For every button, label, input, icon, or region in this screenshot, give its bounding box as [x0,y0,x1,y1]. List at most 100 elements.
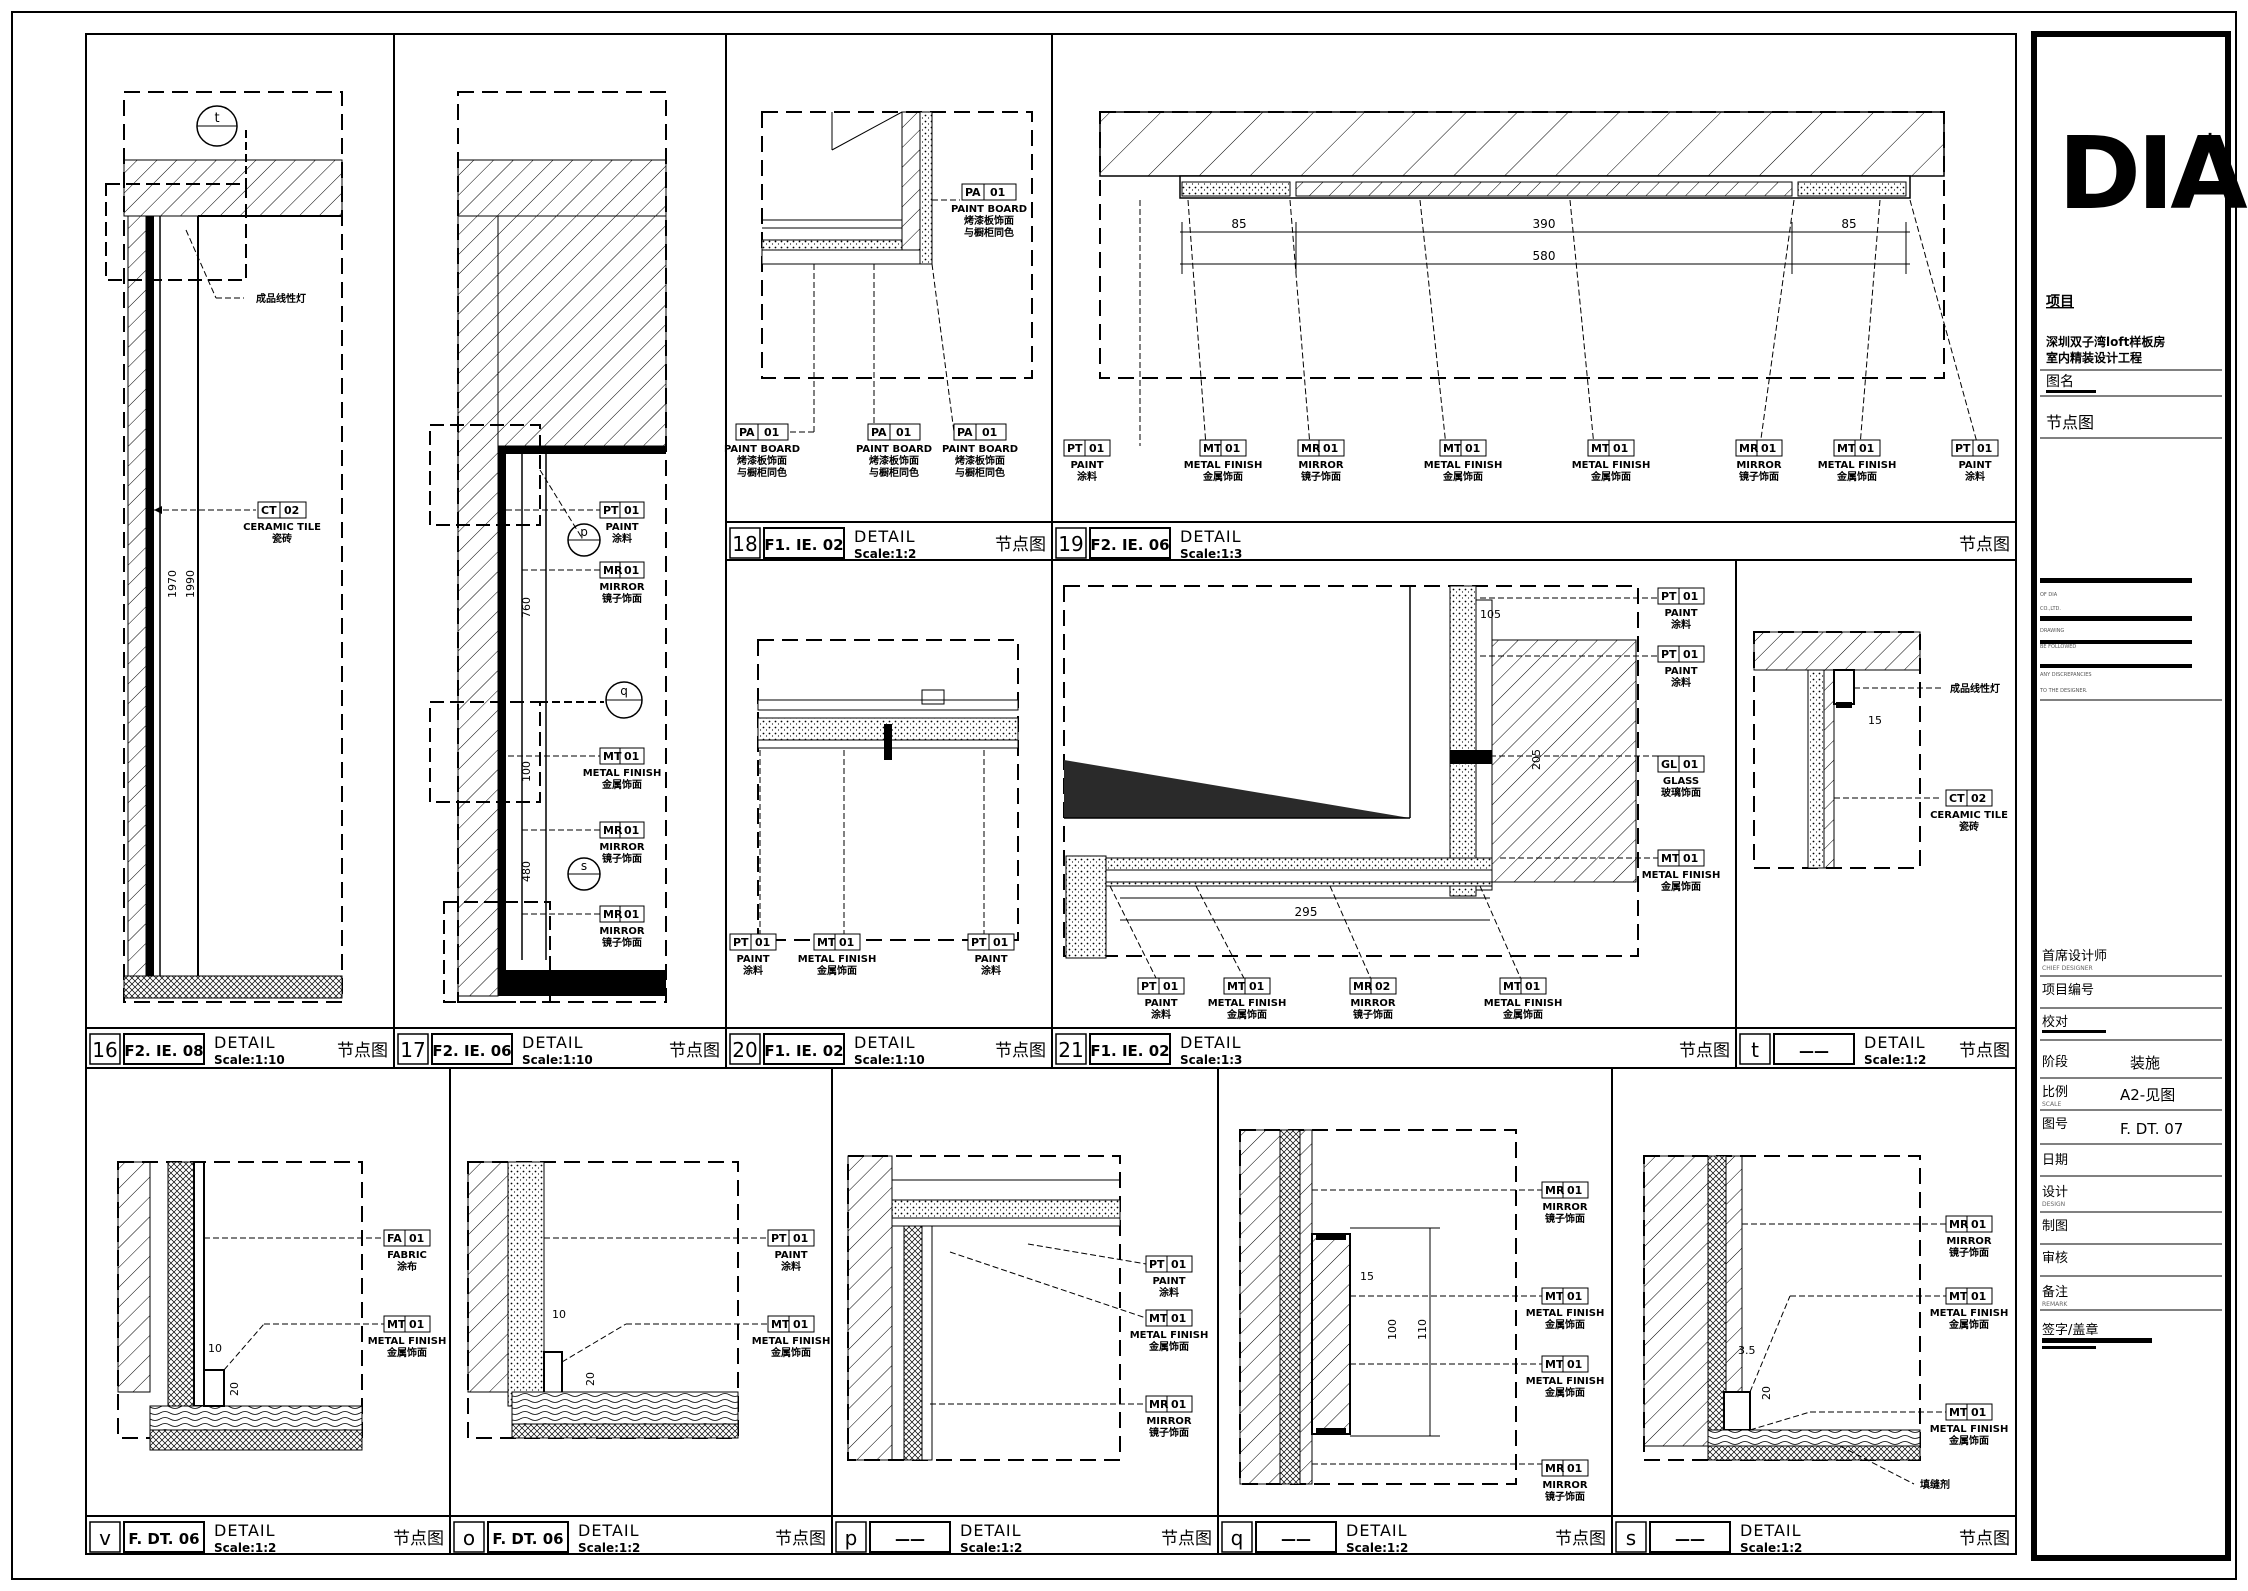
svg-text:DRAWING: DRAWING [2040,628,2064,634]
tag-en: PAINT [1958,460,1991,471]
tag-code: GL [1661,758,1677,771]
tag-en: MIRROR [599,926,645,937]
tag-en: METAL FINISH [1526,1308,1605,1319]
dim-480: 480 [520,861,533,882]
panel-ref: F1. IE. 02 [764,1042,843,1060]
tag-cn: 金属饰面 [1590,470,1631,483]
tag-no: 01 [1225,442,1240,455]
panel-number: s [1626,1526,1636,1550]
tag-code: CT [1949,792,1965,805]
callout-s-text: s [581,859,587,873]
tag-no: 01 [1859,442,1874,455]
tag-cn: 涂料 [743,964,763,977]
panel-scale: Scale:1:10 [854,1053,925,1067]
tag-cn: 镜子饰面 [1353,1008,1393,1021]
sign-label: 签字/盖章 [2042,1322,2098,1338]
dim-760: 760 [520,597,533,618]
panel-number: 17 [400,1038,425,1062]
tag-no: 01 [1977,442,1992,455]
tag-cn: 金属饰面 [1502,1008,1543,1021]
project-no-label: 项目编号 [2042,983,2094,998]
tag-code: PT [771,1232,787,1245]
tag-en: PAINT [1664,608,1697,619]
panel-detail-label: DETAIL [1180,1033,1242,1052]
tag-cn: 涂料 [1077,470,1097,483]
panel-ref: F2. IE. 08 [124,1042,203,1060]
tag-no: 01 [793,1232,808,1245]
scale-label: 比例 [2042,1085,2068,1100]
tag-no: 01 [896,426,911,439]
tag-en: METAL FINISH [1642,870,1721,881]
tag-code: CT [261,504,277,517]
scale-value: A2-见图 [2120,1086,2175,1104]
tag-cn: 烤漆板饰面 [737,454,787,467]
tag-no: 01 [1089,442,1104,455]
panel-ref: F2. IE. 06 [432,1042,511,1060]
tag-cn: 涂料 [1671,618,1691,631]
tag-no: 01 [1613,442,1628,455]
tag-cn: 金属饰面 [601,778,642,791]
tag-code: PT [971,936,987,949]
panel-scale: Scale:1:2 [1346,1541,1408,1555]
tag-cn2: 与橱柜同色 [869,466,919,479]
tag-no: 01 [409,1232,424,1245]
tag-no: 01 [839,936,854,949]
tag-no: 01 [409,1318,424,1331]
tag-no: 01 [624,824,639,837]
logo-plus-icon: + [2200,126,2220,154]
panel-tag: 节点图 [1959,535,2010,555]
tag-en: PAINT BOARD [856,444,932,455]
tag-code: PT [733,936,749,949]
tag-en: MIRROR [1146,1416,1192,1427]
panel-tag: 节点图 [1679,1041,1730,1061]
tag-en: MIRROR [1542,1480,1588,1491]
tag-code: MT [1837,442,1856,455]
tag-cn: 镜子饰面 [1739,470,1779,483]
tag-code: PT [1141,980,1157,993]
svg-text:BE FOLLOWED: BE FOLLOWED [2040,644,2076,650]
tag-no: 01 [1971,1290,1986,1303]
panel-19-drawing: 85 390 85 580 [1099,111,1979,447]
dim-10-v: 10 [208,1342,222,1355]
tag-cn: 金属饰面 [1948,1318,1989,1331]
led-label-16: 成品线性灯 [256,292,306,305]
tag-cn: 金属饰面 [1226,1008,1267,1021]
tag-en: MIRROR [1542,1202,1588,1213]
tag-no: 02 [284,504,299,517]
tag-code: PA [965,186,981,199]
svg-text:ANY DISCREPANCIES: ANY DISCREPANCIES [2040,672,2092,678]
tag-no: 01 [624,504,639,517]
tag-code: MT [1149,1312,1168,1325]
tag-code: MT [1949,1290,1968,1303]
panel-tag: 节点图 [337,1041,388,1061]
tag-cn: 镜子饰面 [1301,470,1341,483]
tag-cn: 金属饰面 [386,1346,427,1359]
tag-cn2: 与橱柜同色 [964,226,1014,239]
panel-scale: Scale:1:2 [960,1541,1022,1555]
tag-cn: 金属饰面 [1544,1318,1585,1331]
tag-no: 01 [1683,648,1698,661]
panel-16-drawing: t 成品线性灯 1970 1990 [105,91,343,1003]
panel-scale: Scale:1:2 [578,1541,640,1555]
tag-no: 01 [1567,1358,1582,1371]
panel-number: v [99,1526,111,1550]
tag-code: PT [1955,442,1971,455]
panel-detail-label: DETAIL [960,1521,1022,1540]
tag-en: METAL FINISH [752,1336,831,1347]
tag-cn: 烤漆板饰面 [955,454,1005,467]
chief-designer-sub: CHIEF DESIGNER [2042,965,2093,972]
tag-en: METAL FINISH [1130,1330,1209,1341]
tag-cn: 涂料 [612,532,632,545]
